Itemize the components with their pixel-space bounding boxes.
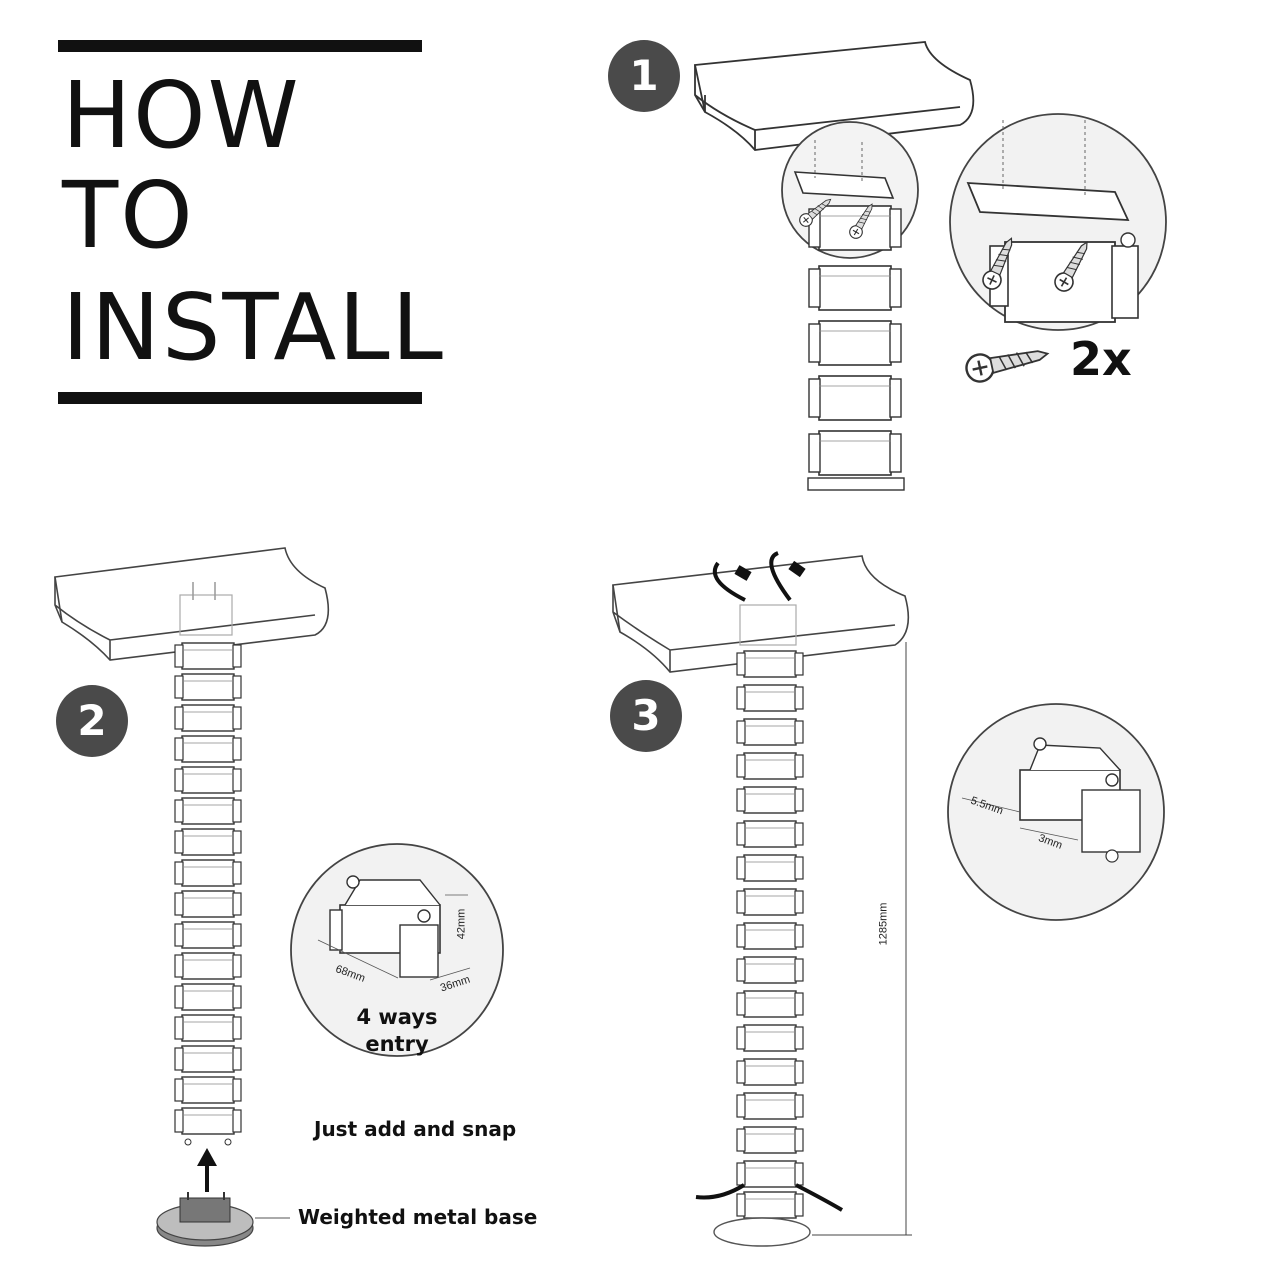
step2-up-arrow [197, 1148, 217, 1192]
just-add-and-snap-label: Just add and snap [314, 1117, 517, 1141]
step-3-badge: 3 [610, 680, 682, 752]
step3-cables-bottom [695, 1183, 844, 1212]
step3-base [713, 1217, 811, 1247]
dim-total-height-label: 1285mm [877, 902, 890, 946]
step3-spine-column [736, 650, 804, 1219]
step2-weighted-base [156, 1192, 290, 1247]
step3-cables-top [712, 551, 806, 602]
step3-height-dimension-line [812, 642, 912, 1236]
title-block: HOW TO INSTALL [58, 40, 445, 404]
step-1-badge: 1 [608, 40, 680, 112]
step2-link-detail-zoom [290, 843, 504, 1057]
step1-spine-column [781, 121, 919, 491]
step3-desk-top [612, 555, 910, 673]
title-line-2: INSTALL [62, 274, 445, 381]
four-ways-entry-label: 4 ways entry [356, 1005, 438, 1056]
step1-desk-top [693, 41, 975, 151]
dim-height-label: 42mm [455, 908, 468, 940]
step-2-badge: 2 [56, 685, 128, 757]
weighted-metal-base-label: Weighted metal base [298, 1205, 538, 1229]
title-bottom-bar [58, 392, 422, 404]
title-line-1: HOW TO [62, 62, 301, 269]
step2-desk-top [54, 547, 330, 661]
step1-screw-icon [962, 339, 1052, 386]
screw-quantity: 2x [1070, 332, 1132, 386]
step3-link-detail-zoom [947, 703, 1165, 921]
step2-spine-column [174, 642, 242, 1146]
step1-detail-zoom [949, 113, 1167, 331]
title-top-bar [58, 40, 422, 52]
